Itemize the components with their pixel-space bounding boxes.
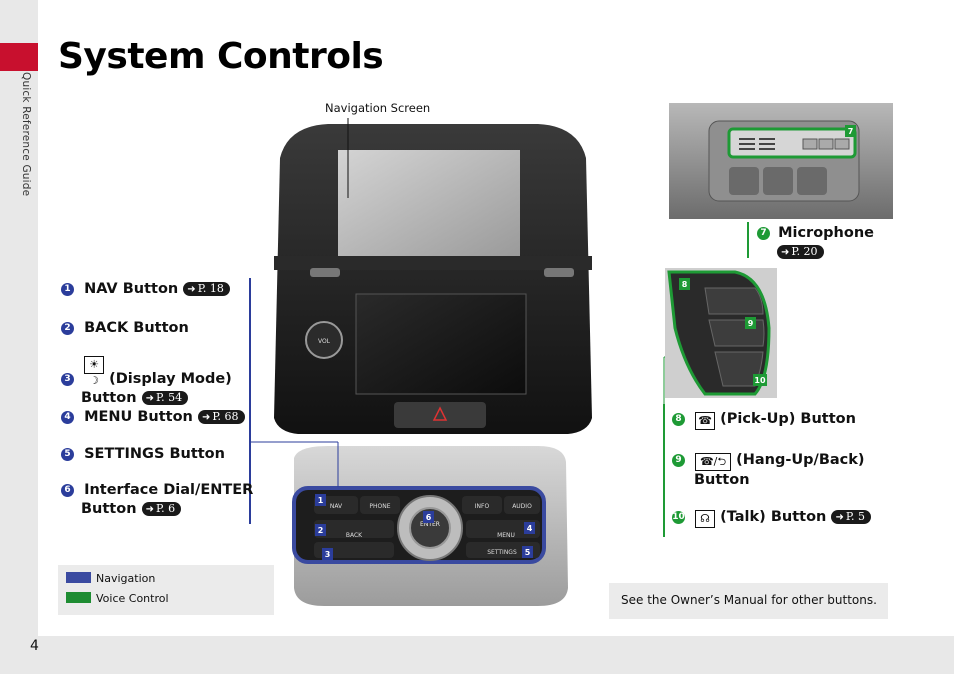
item-label: (Talk) Button: [720, 509, 827, 525]
nav-item-5: 5 SETTINGS Button: [61, 445, 225, 464]
page-title: System Controls: [58, 36, 384, 77]
legend-swatch: [66, 572, 91, 583]
svg-text:7: 7: [848, 127, 854, 136]
svg-text:BACK: BACK: [346, 532, 363, 539]
number-badge: 2: [61, 322, 74, 335]
page-ref-link[interactable]: ➜P. 20: [777, 245, 824, 259]
lower-display: [355, 293, 527, 395]
audio-panel-button: [504, 496, 540, 514]
arrow-icon: ➜: [835, 512, 844, 523]
arrow-icon: ➜: [187, 284, 196, 295]
side-label: Quick Reference Guide: [20, 72, 32, 197]
voice-item-9: 9 ☎/⮌ (Hang-Up/Back) Button: [672, 451, 865, 490]
nav-item-2: 2 BACK Button: [61, 319, 189, 338]
back-panel-button: [314, 520, 394, 538]
footer-bar: [0, 636, 954, 674]
legend-item-voice-control: Voice Control: [66, 592, 169, 605]
arrow-icon: ➜: [781, 247, 790, 258]
overhead-console-illustration: 7: [669, 103, 893, 219]
arrow-icon: ➜: [145, 504, 154, 515]
number-badge: 3: [61, 373, 74, 386]
nav-item-1: 1 NAV Button ➜P. 18: [61, 280, 230, 299]
svg-text:INFO: INFO: [475, 503, 490, 510]
dashboard-illustration: VOL NAV PHONE INFO AUDIO BACK MENU SETTI…: [274, 124, 592, 606]
vol-knob: [305, 321, 343, 359]
svg-text:PHONE: PHONE: [369, 503, 390, 510]
svg-text:6: 6: [426, 513, 432, 522]
menu-panel-button: [466, 520, 540, 538]
settings-panel-button: [466, 542, 540, 558]
navigation-screen: [338, 150, 520, 258]
hang-up-back-icon: ☎/⮌: [695, 453, 732, 471]
item-label: MENU Button: [84, 409, 193, 425]
item-label: SETTINGS Button: [84, 446, 225, 462]
page-ref-link[interactable]: ➜P. 5: [831, 510, 871, 524]
number-badge: 8: [672, 413, 685, 426]
nav-item-4: 4 MENU Button ➜P. 68: [61, 408, 245, 427]
legend: Navigation Voice Control: [58, 565, 274, 615]
number-badge: 9: [672, 454, 685, 467]
svg-text:4: 4: [527, 524, 533, 533]
voice-item-8: 8 ☎ (Pick-Up) Button: [672, 410, 856, 430]
item-label: (Hang-Up/Back): [736, 452, 865, 468]
item-label-cont: Button: [81, 501, 137, 517]
number-badge: 6: [61, 484, 74, 497]
svg-text:AUDIO: AUDIO: [512, 503, 532, 510]
item-label: (Display Mode): [109, 371, 232, 387]
eject-button: [310, 268, 340, 277]
svg-text:MENU: MENU: [497, 532, 515, 539]
owners-manual-note: See the Owner’s Manual for other buttons…: [609, 583, 888, 619]
legend-item-navigation: Navigation: [66, 572, 155, 585]
item-label-cont: Button: [81, 390, 137, 406]
item-label: (Pick-Up) Button: [720, 411, 856, 427]
item-label-cont: Button: [694, 472, 750, 488]
svg-text:1: 1: [318, 496, 324, 505]
display-mode-panel-button: [314, 542, 394, 558]
item-label: NAV Button: [84, 281, 179, 297]
svg-text:10: 10: [754, 376, 766, 385]
svg-text:3: 3: [325, 550, 331, 559]
page-number: 4: [30, 638, 39, 654]
steering-buttons-illustration: 8 9 10: [665, 268, 777, 398]
item-label: BACK Button: [84, 320, 189, 336]
phone-panel-button: [360, 496, 400, 514]
info-panel-button: [462, 496, 502, 514]
arrow-icon: ➜: [201, 412, 211, 423]
chapter-tab: [0, 43, 38, 71]
display-mode-icon: ☀☽: [84, 356, 105, 387]
legend-swatch: [66, 592, 91, 603]
number-badge: 10: [672, 511, 685, 524]
number-badge: 5: [61, 448, 74, 461]
side-bar: [0, 0, 38, 674]
voice-item-7: 7 Microphone ➜P. 20: [757, 224, 874, 262]
nav-item-6: 6 Interface Dial/ENTER Button ➜P. 6: [61, 481, 253, 519]
arrow-icon: ➜: [145, 393, 154, 404]
svg-text:SETTINGS: SETTINGS: [487, 549, 517, 556]
svg-text:2: 2: [318, 526, 324, 535]
talk-icon: ☊: [695, 510, 716, 528]
open-button: [544, 268, 574, 277]
number-badge: 4: [61, 411, 74, 424]
svg-text:ENTER: ENTER: [420, 521, 440, 528]
svg-text:NAV: NAV: [330, 503, 343, 510]
hazard-button: [394, 402, 486, 428]
item-label: Interface Dial/ENTER: [84, 482, 254, 498]
svg-text:5: 5: [525, 548, 531, 557]
voice-item-10: 10 ☊ (Talk) Button ➜P. 5: [672, 508, 871, 528]
page-ref-link[interactable]: ➜P. 18: [183, 282, 230, 296]
pick-up-icon: ☎: [695, 412, 716, 430]
navigation-screen-callout: Navigation Screen: [325, 101, 431, 115]
vol-label: VOL: [318, 338, 331, 345]
item-label: Microphone: [778, 225, 874, 241]
page-ref-link[interactable]: ➜P. 54: [141, 391, 189, 405]
nav-item-3: 3 ☀☽ (Display Mode) Button ➜P. 54: [61, 356, 232, 408]
number-badge: 1: [61, 283, 74, 296]
page-ref-link[interactable]: ➜P. 68: [197, 410, 245, 424]
page-ref-link[interactable]: ➜P. 6: [141, 502, 182, 516]
svg-text:9: 9: [748, 319, 754, 328]
number-badge: 7: [757, 227, 770, 240]
svg-text:8: 8: [682, 280, 688, 289]
